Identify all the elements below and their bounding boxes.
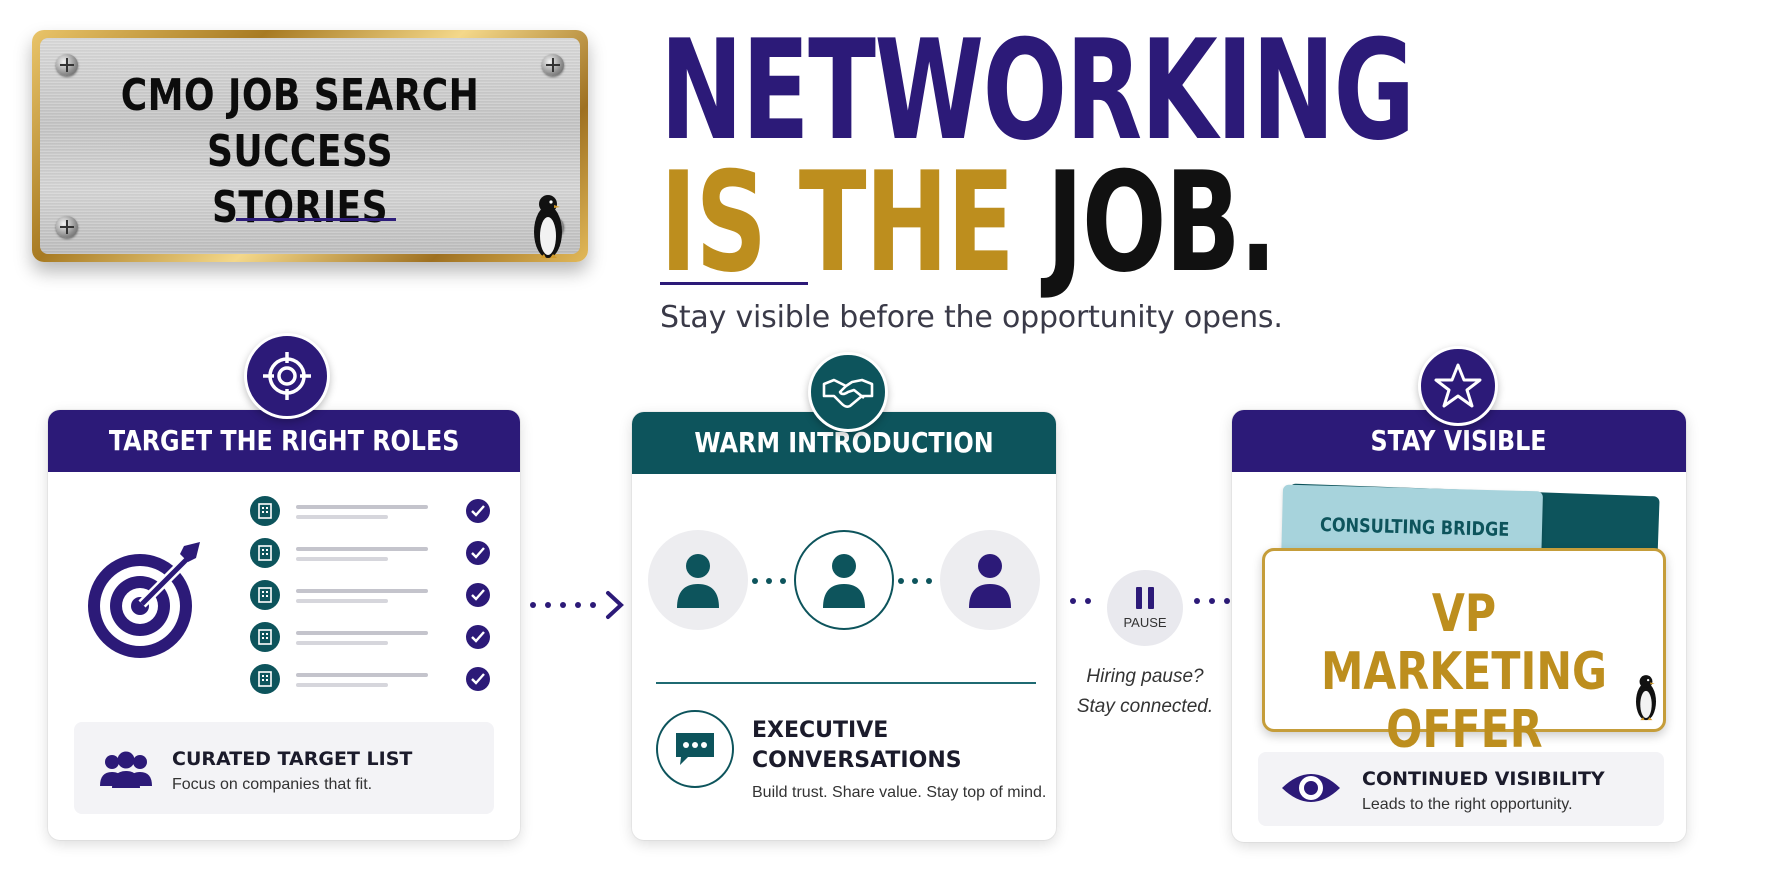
divider [656,682,1036,684]
plaque-title-line2: SUCCESS STORIES [206,126,394,233]
card-header-label: TARGET THE RIGHT ROLES [108,424,460,457]
building-icon [250,622,280,652]
plaque-title-line1: CMO JOB SEARCH [120,70,480,121]
headline: NETWORKING IS THE JOB. [660,10,1415,292]
pause-icon [1136,586,1154,609]
hiring-note-line2: Stay connected. [1076,696,1214,717]
offer-line1: VP MARKETING [1320,584,1608,702]
title-plaque: CMO JOB SEARCH SUCCESS STORIES [32,30,588,262]
info-title: CURATED TARGET LIST [172,748,413,770]
person-icon [648,530,748,630]
screw-icon [56,54,78,76]
target-company-row [250,580,500,612]
headline-rule [660,282,808,285]
offer-text: VP MARKETING OFFER [1265,585,1663,759]
person-icon [940,530,1040,630]
pause-label: PAUSE [1123,614,1167,630]
screw-icon [542,54,564,76]
screw-icon [56,216,78,238]
flow-arrow [530,590,625,620]
target-company-row [250,622,500,654]
target-company-row [250,496,500,528]
crosshair-icon [244,333,330,419]
hiring-pause-note: Hiring pause? Stay connected. [1060,662,1230,722]
check-icon [466,583,490,607]
bullseye-arrow-icon [88,542,200,658]
star-icon [1418,346,1498,426]
eye-icon [1282,774,1340,802]
headline-line2: IS THE JOB. [660,154,1277,292]
chevron-right-icon [606,591,624,619]
target-company-row [250,664,500,696]
person-icon [794,530,894,630]
info-subtitle: Focus on companies that fit. [172,776,373,793]
building-icon [250,496,280,526]
headline-line1: NETWORKING [660,10,1415,171]
connector-dots [898,578,932,584]
pause-indicator: PAUSE [1107,570,1183,646]
headline-black-text: JOB. [1046,142,1277,303]
card-header: TARGET THE RIGHT ROLES [48,410,520,472]
hiring-note-line1: Hiring pause? [1086,666,1204,687]
executive-conversations-title: EXECUTIVE CONVERSATIONS [752,718,962,773]
info-title: CONTINUED VISIBILITY [1362,768,1605,790]
headline-gold-text: IS THE [660,142,1015,303]
plaque-title: CMO JOB SEARCH SUCCESS STORIES [113,68,487,236]
people-group-icon [100,751,152,788]
executive-conversations-subtitle: Build trust. Share value. Stay top of mi… [752,784,1047,801]
curated-target-list-box: CURATED TARGET LIST Focus on companies t… [74,722,494,814]
building-icon [250,580,280,610]
handshake-icon [808,352,888,432]
flow-dots [1070,598,1100,604]
card-header: WARM INTRODUCTION [632,412,1056,474]
check-icon [466,541,490,565]
info-subtitle: Leads to the right opportunity. [1362,796,1573,813]
tagline: Stay visible before the opportunity open… [660,300,1283,335]
offer-line2: OFFER [1385,700,1543,760]
check-icon [466,667,490,691]
chat-bubble-icon [656,710,734,788]
card-header-label: STAY VISIBLE [1370,424,1548,457]
target-company-row [250,538,500,570]
connector-dots [752,578,786,584]
offer-card: VP MARKETING OFFER [1262,548,1666,759]
penguin-icon [534,195,562,258]
building-icon [250,664,280,694]
building-icon [250,538,280,568]
check-icon [466,625,490,649]
penguin-icon [1636,675,1656,721]
continued-visibility-box: CONTINUED VISIBILITY Leads to the right … [1258,752,1664,826]
check-icon [466,499,490,523]
plaque-underline [236,218,396,221]
